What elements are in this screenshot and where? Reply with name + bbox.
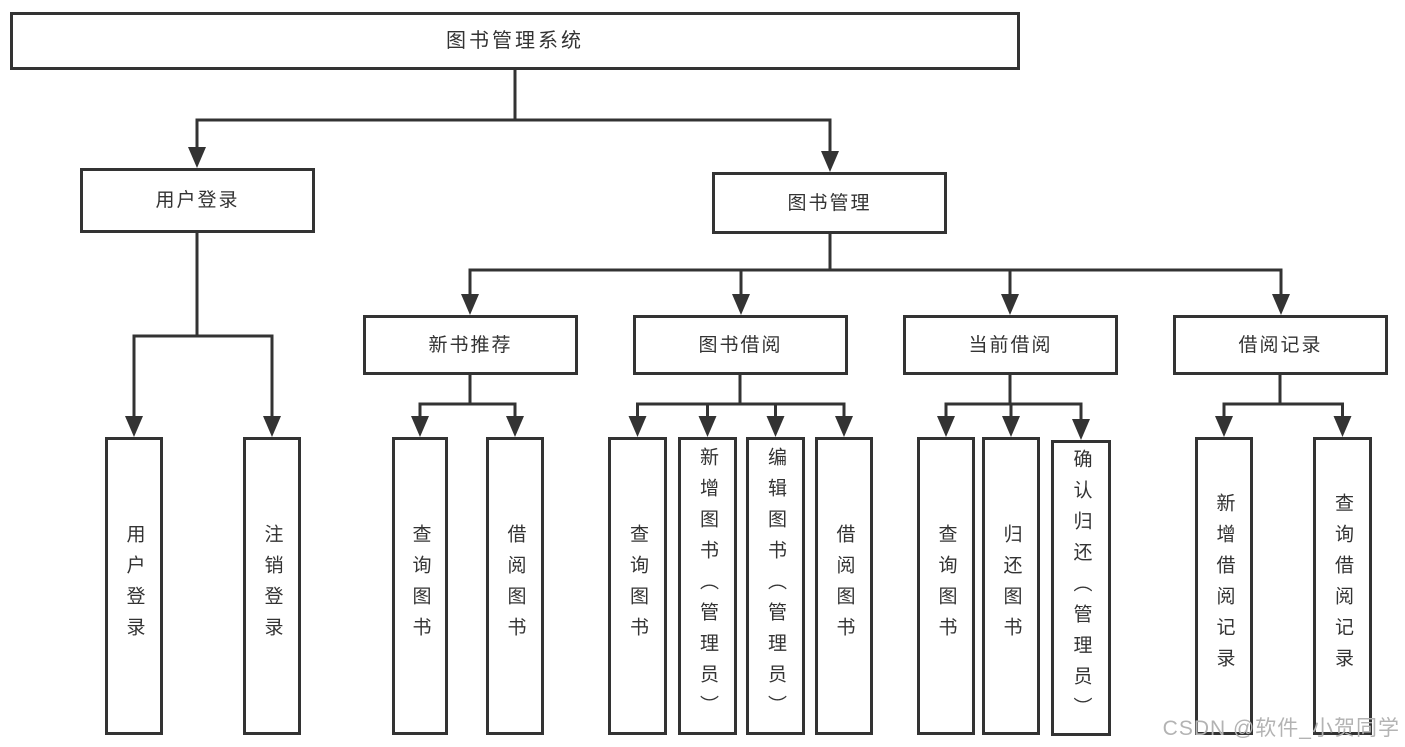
node-label: 编辑图书（管理员）: [765, 446, 786, 726]
leaf-add-books-admin: 新增图书（管理员）: [678, 437, 737, 735]
node-label: 查询借阅记录: [1332, 493, 1353, 679]
node-label: 图书管理: [787, 192, 872, 214]
node-new-book-recommend: 新书推荐: [363, 315, 578, 375]
node-label: 新增借阅记录: [1213, 493, 1235, 679]
node-label: 查询图书: [409, 524, 431, 648]
node-current-borrowing: 当前借阅: [903, 315, 1118, 375]
node-label: 用户登录: [155, 190, 240, 211]
csdn-watermark: CSDN @软件_小贺同学: [1162, 717, 1400, 740]
node-label: 确认归还（管理员）: [1070, 448, 1092, 728]
leaf-add-borrow-record: 新增借阅记录: [1195, 437, 1253, 735]
node-label: 用户登录: [123, 524, 145, 648]
leaf-query-borrow-record: 查询借阅记录: [1313, 437, 1372, 735]
node-label: 归还图书: [1000, 524, 1022, 648]
node-label: 查询图书: [935, 524, 957, 648]
node-label: 新书推荐: [428, 334, 513, 356]
node-library-management-system: 图书管理系统: [10, 12, 1020, 70]
node-book-borrowing: 图书借阅: [633, 315, 848, 375]
connector-arrowheads: [125, 147, 1352, 440]
leaf-query-books-borrowing: 查询图书: [608, 437, 667, 735]
node-label: 图书借阅: [698, 334, 783, 356]
leaf-borrow-books-recommend: 借阅图书: [486, 437, 544, 735]
node-label: 查询图书: [627, 524, 648, 648]
leaf-logout: 注销登录: [243, 437, 301, 735]
leaf-user-login: 用户登录: [105, 437, 163, 735]
node-label: 图书管理系统: [446, 30, 584, 52]
node-label: 借阅图书: [833, 524, 855, 648]
leaf-edit-books-admin: 编辑图书（管理员）: [746, 437, 805, 735]
leaf-confirm-return-admin: 确认归还（管理员）: [1051, 440, 1111, 736]
node-label: 借阅记录: [1238, 334, 1323, 356]
leaf-query-books-current: 查询图书: [917, 437, 975, 735]
node-label: 新增图书（管理员）: [697, 446, 718, 726]
node-label: 注销登录: [261, 524, 283, 648]
leaf-return-books: 归还图书: [982, 437, 1040, 735]
node-user-login: 用户登录: [80, 168, 315, 233]
leaf-borrow-books: 借阅图书: [815, 437, 873, 735]
node-label: 借阅图书: [504, 524, 526, 648]
node-label: 当前借阅: [968, 334, 1053, 356]
leaf-query-books-recommend: 查询图书: [392, 437, 448, 735]
node-borrowing-records: 借阅记录: [1173, 315, 1388, 375]
node-book-management: 图书管理: [712, 172, 947, 234]
